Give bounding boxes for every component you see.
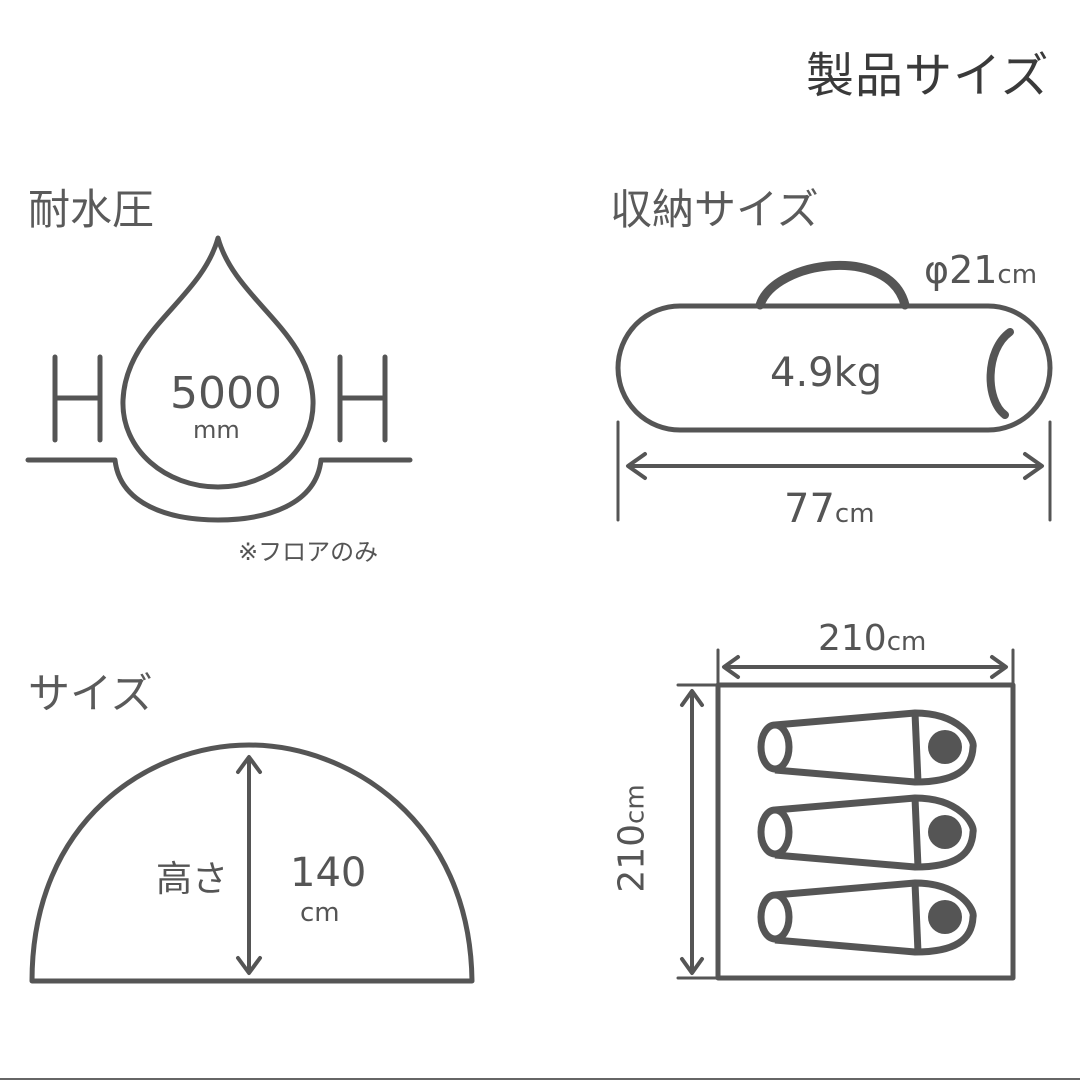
sleeping-bag-icon: [757, 794, 977, 871]
water-drop-icon: [120, 235, 316, 490]
storage-title: 収納サイズ: [610, 185, 819, 234]
page-title: 製品サイズ: [806, 48, 1050, 104]
ground-line-icon: [25, 457, 413, 523]
h-letter-left-icon: [52, 354, 103, 443]
bag-opening-icon: [986, 328, 1014, 419]
diameter-unit: cm: [997, 260, 1038, 290]
length-unit: cm: [834, 499, 875, 529]
bottom-divider: [0, 1078, 1080, 1080]
storage-diameter: φ21cm: [924, 248, 1037, 292]
floor-width-unit: cm: [886, 627, 927, 657]
tent-dome-icon: [29, 742, 475, 984]
water-pressure-unit: mm: [193, 416, 240, 444]
water-pressure-note: ※フロアのみ: [238, 538, 379, 566]
sleeping-bag-icon: [757, 879, 977, 956]
water-pressure-title: 耐水圧: [28, 185, 155, 234]
storage-length: 77cm: [784, 486, 875, 532]
tent-floor-icon: [715, 682, 1016, 981]
sleeping-bag-icons: [757, 709, 977, 956]
floor-width: 210cm: [818, 618, 926, 659]
floor-depth: 210cm: [612, 784, 653, 892]
diameter-value: φ21: [924, 248, 998, 292]
height-value: 140: [290, 850, 367, 896]
height-unit: cm: [300, 898, 340, 928]
floor-width-value: 210: [818, 618, 887, 659]
floor-depth-unit: cm: [620, 784, 651, 824]
water-pressure-value: 5000: [170, 368, 282, 419]
sleeping-bag-icon: [757, 709, 977, 786]
floor-depth-value: 210: [611, 823, 653, 893]
height-label: 高さ: [156, 859, 229, 900]
length-value: 77: [784, 486, 835, 532]
bag-handle-icon: [755, 261, 910, 310]
size-title: サイズ: [28, 669, 153, 718]
storage-weight: 4.9kg: [770, 350, 883, 396]
storage-bag-icon: [615, 303, 1053, 433]
h-letter-right-icon: [337, 354, 388, 443]
